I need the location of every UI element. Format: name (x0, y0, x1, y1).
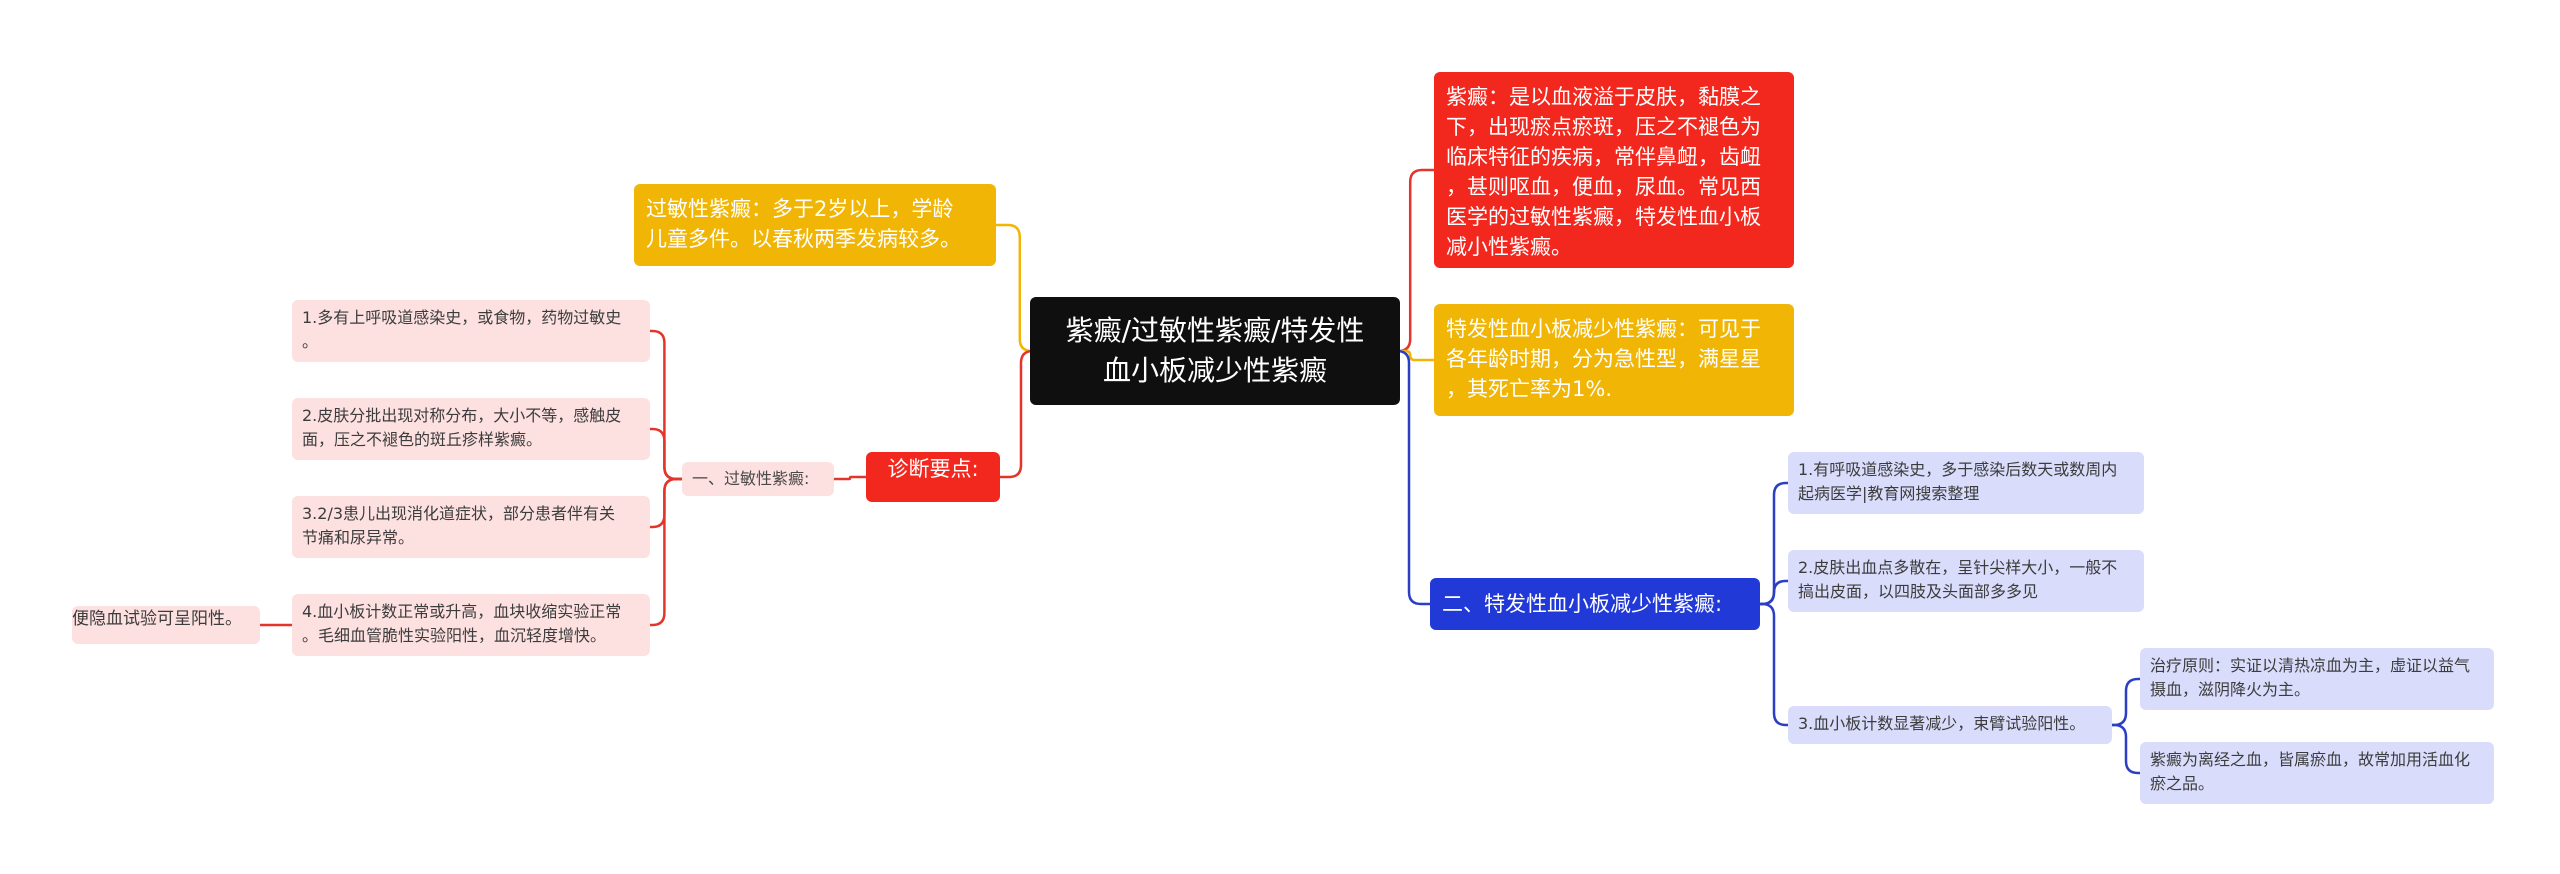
blood-stasis-node[interactable]: 紫癜为离经之血，皆属瘀血，故常加用活血化 瘀之品。 (2140, 742, 2494, 804)
treatment-principle-node[interactable]: 治疗原则：实证以清热凉血为主，虚证以益气 摄血，滋阴降火为主。 (2140, 648, 2494, 710)
itp-point-3[interactable]: 3.血小板计数显著减少，束臂试验阳性。 (1788, 706, 2112, 744)
allergic-age-node[interactable]: 过敏性紫癜：多于2岁以上，学龄 儿童多件。以春秋两季发病较多。 (634, 184, 996, 266)
definition-node[interactable]: 紫癜：是以血液溢于皮肤，黏膜之 下，出现瘀点瘀斑，压之不褪色为 临床特征的疾病，… (1434, 72, 1794, 268)
connector-section-point-2 (650, 427, 682, 481)
connector-root-diagnosis (1000, 349, 1034, 479)
allergic-point-1[interactable]: 1.多有上呼吸道感染史，或食物，药物过敏史 。 (292, 300, 650, 362)
connector-root-definition (1398, 168, 1434, 353)
connector-root-itp-age (1400, 349, 1434, 362)
connector-diagnosis-section (834, 475, 866, 481)
itp-section-node[interactable]: 二、特发性血小板减少性紫癜: (1430, 578, 1760, 630)
itp-point-2[interactable]: 2.皮肤出血点多散在，呈针尖样大小，一般不 搞出皮面，以四肢及头面部多多见 (1788, 550, 2144, 612)
occult-blood-node[interactable]: 便隐血试验可呈阳性。 (72, 606, 260, 644)
connector-root-allergic-age (996, 223, 1032, 353)
connector-point3-stasis (2112, 723, 2140, 775)
connector-itp-point-3 (1760, 602, 1788, 727)
connector-section-point-4 (650, 477, 682, 627)
connector-section-point-1 (650, 329, 682, 481)
diagnosis-node[interactable]: 诊断要点: (866, 452, 1000, 502)
connector-point3-treatment (2112, 677, 2140, 727)
root-topic[interactable]: 紫癜/过敏性紫癜/特发性 血小板减少性紫癜 (1030, 297, 1400, 405)
allergic-point-2[interactable]: 2.皮肤分批出现对称分布，大小不等，感触皮 面，压之不褪色的斑丘疹样紫癜。 (292, 398, 650, 460)
allergic-point-3[interactable]: 3.2/3患儿出现消化道症状，部分患者伴有关 节痛和尿异常。 (292, 496, 650, 558)
connector-root-itp-section (1396, 349, 1430, 606)
itp-point-1[interactable]: 1.有呼吸道感染史，多于感染后数天或数周内 起病医学|教育网搜索整理 (1788, 452, 2144, 514)
allergic-point-4[interactable]: 4.血小板计数正常或升高，血块收缩实验正常 。毛细血管脆性实验阳性，血沉轻度增快… (292, 594, 650, 656)
itp-age-node[interactable]: 特发性血小板减少性紫癜：可见于 各年龄时期，分为急性型，满星星 ，其死亡率为1%… (1434, 304, 1794, 416)
allergic-section-node[interactable]: 一、过敏性紫癜: (682, 462, 834, 496)
